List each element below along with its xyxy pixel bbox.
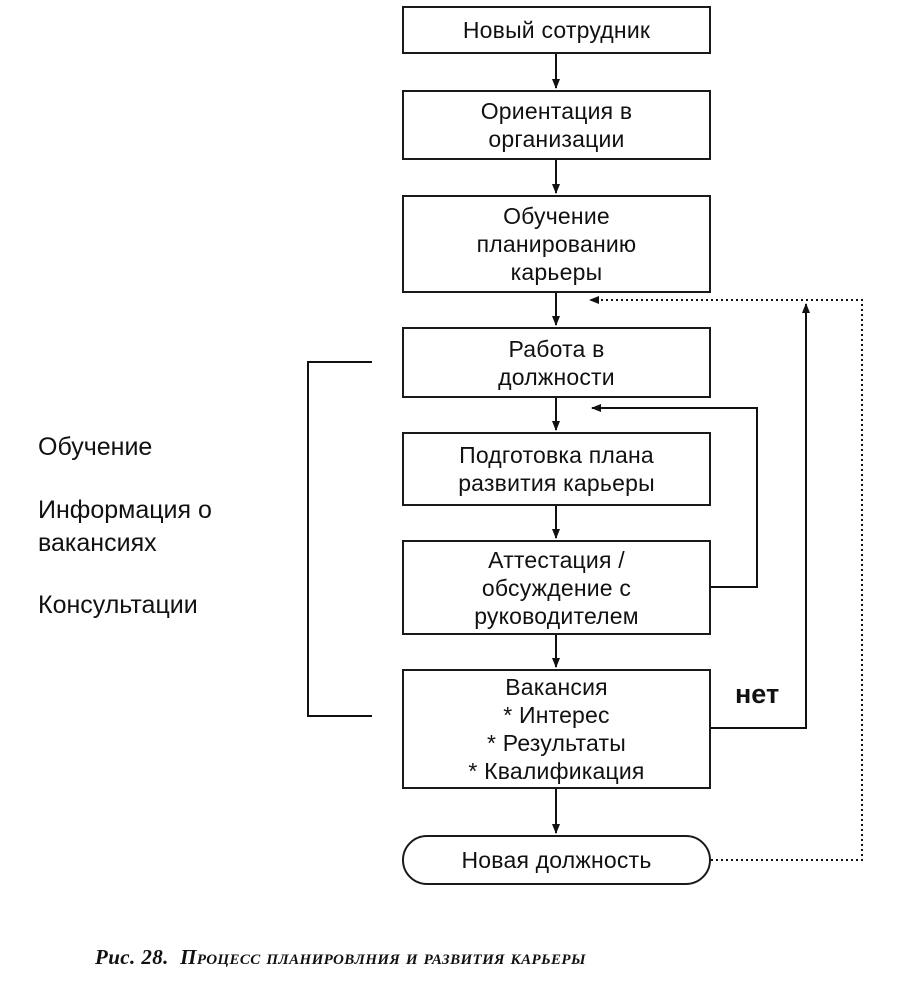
node-job-work: Работа в должности (402, 327, 711, 398)
node-label: Новая должность (461, 847, 652, 873)
caption-prefix: Рис. 28. (95, 945, 169, 969)
node-label: Новый сотрудник (462, 17, 651, 43)
node-label: Аттестация / обсуждение с руководителем (474, 546, 639, 629)
side-item-consultations: Консультации (38, 591, 198, 619)
node-label: Работа в должности (498, 335, 615, 390)
node-plan-prep: Подготовка плана развития карьеры (402, 432, 711, 506)
node-orientation: Ориентация в организации (402, 90, 711, 160)
no-branch-label: нет (735, 679, 780, 709)
node-label: Подготовка плана развития карьеры (458, 442, 655, 496)
side-item-training: Обучение (38, 433, 153, 461)
node-new-position: Новая должность (402, 835, 711, 885)
caption-text: Процесс планировлния и развития карьеры (180, 945, 586, 969)
side-item-vacancy-info: Информация о вакансиях (38, 496, 212, 557)
figure-caption: Рис. 28. Процесс планировлния и развития… (95, 945, 586, 970)
node-label: Обучение планированию карьеры (476, 203, 637, 285)
node-label: Вакансия * Интерес * Результаты * Квалиф… (468, 674, 645, 784)
node-career-training: Обучение планированию карьеры (402, 195, 711, 293)
node-label: Ориентация в организации (480, 98, 633, 152)
node-appraisal: Аттестация / обсуждение с руководителем (402, 540, 711, 635)
node-vacancy: Вакансия * Интерес * Результаты * Квалиф… (402, 669, 711, 789)
node-new-employee: Новый сотрудник (402, 6, 711, 54)
